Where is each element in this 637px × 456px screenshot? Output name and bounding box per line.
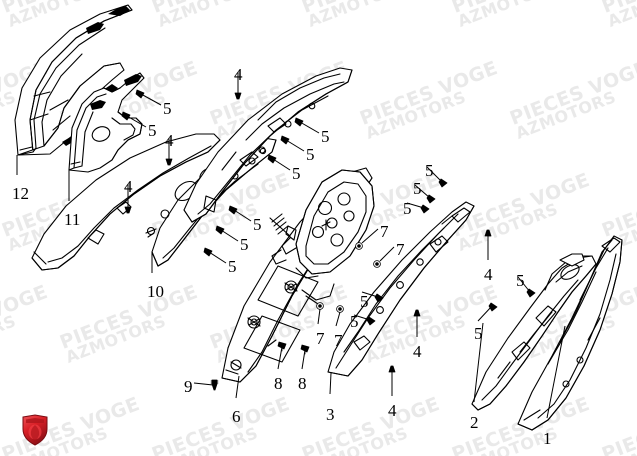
screw-5f — [228, 205, 238, 215]
callout-number-2: 2 — [470, 413, 479, 432]
callout-leader-7 — [361, 228, 379, 244]
callout-number-5: 5 — [350, 312, 359, 331]
callout-number-1: 1 — [543, 429, 552, 448]
callout-leader-6 — [235, 375, 240, 399]
part-2-shape — [471, 253, 597, 411]
callout-leader-7 — [379, 246, 395, 262]
screw-5g — [215, 225, 225, 235]
callout-leader-5 — [140, 93, 162, 106]
screw-5o — [488, 302, 498, 312]
callout-number-5: 5 — [253, 215, 262, 234]
callout-leader-7 — [317, 308, 321, 325]
callout-number-5: 5 — [228, 257, 237, 276]
nut-7b — [373, 260, 381, 268]
callout-leader-5 — [361, 291, 379, 298]
callout-number-9: 9 — [184, 377, 193, 396]
callout-number-5: 5 — [148, 121, 157, 140]
callout-leader-5 — [406, 202, 425, 209]
callout-leader-9 — [193, 382, 214, 386]
callout-number-5: 5 — [240, 235, 249, 254]
callout-number-7: 7 — [380, 222, 389, 241]
part-11-shape — [68, 72, 145, 173]
callout-number-5: 5 — [321, 127, 330, 146]
callout-number-4: 4 — [413, 342, 422, 361]
callout-number-5: 5 — [403, 199, 412, 218]
callout-number-4: 4 — [388, 401, 397, 420]
callout-number-4: 4 — [165, 131, 174, 150]
callout-number-6: 6 — [232, 407, 241, 426]
screw-5c — [294, 117, 304, 127]
callout-leader-5 — [353, 314, 371, 321]
part-3-shape — [327, 201, 475, 377]
callout-leader-5 — [126, 115, 147, 128]
callout-leader-5 — [285, 139, 305, 152]
callout-leader-5 — [233, 209, 252, 222]
part-7-shape — [269, 169, 375, 305]
nut-7c — [316, 302, 324, 310]
screw-5a — [135, 89, 145, 99]
callout-number-4: 4 — [124, 177, 133, 196]
callout-number-7: 7 — [316, 329, 325, 348]
callout-leader-7 — [335, 311, 341, 327]
screw-5d — [280, 135, 290, 145]
callout-number-4: 4 — [234, 65, 243, 84]
callout-leader-5 — [517, 276, 531, 293]
callout-number-5: 5 — [425, 161, 434, 180]
callout-leader-8 — [277, 346, 283, 370]
part-3-upper-shape — [183, 67, 353, 223]
screw-5h — [203, 247, 213, 257]
screw-5b — [121, 111, 131, 121]
callout-number-7: 7 — [334, 331, 343, 350]
callout-number-5: 5 — [413, 179, 422, 198]
callout-number-7: 7 — [396, 240, 405, 259]
callout-number-5: 5 — [163, 99, 172, 118]
callout-number-5: 5 — [474, 324, 483, 343]
callout-number-12: 12 — [12, 184, 29, 203]
callout-leader-5 — [414, 184, 431, 199]
callout-leader-2 — [473, 322, 484, 403]
callout-number-5: 5 — [306, 145, 315, 164]
callout-number-5: 5 — [360, 292, 369, 311]
callout-leader-5 — [299, 121, 320, 134]
callout-leader-8 — [301, 349, 306, 370]
fastener-icons — [121, 88, 536, 391]
callout-number-10: 10 — [147, 282, 164, 301]
screw-9 — [210, 379, 219, 391]
callout-leader-5 — [426, 166, 443, 183]
callout-leader-3 — [329, 372, 332, 395]
screw-5e — [267, 154, 277, 164]
callout-number-5: 5 — [292, 164, 301, 183]
callout-number-11: 11 — [64, 210, 81, 229]
callout-number-8: 8 — [298, 374, 307, 393]
callout-number-3: 3 — [326, 405, 335, 424]
callout-leader-5 — [272, 158, 291, 171]
callout-leader-5 — [208, 251, 227, 264]
callout-leader-5 — [477, 305, 493, 322]
callout-leader-5 — [220, 229, 239, 242]
nut-7a — [355, 242, 363, 250]
callout-leader-1 — [546, 325, 566, 419]
callout-number-4: 4 — [484, 265, 493, 284]
callout-number-8: 8 — [274, 374, 283, 393]
azmotors-shield-logo — [20, 414, 50, 451]
callout-number-5: 5 — [516, 271, 525, 290]
